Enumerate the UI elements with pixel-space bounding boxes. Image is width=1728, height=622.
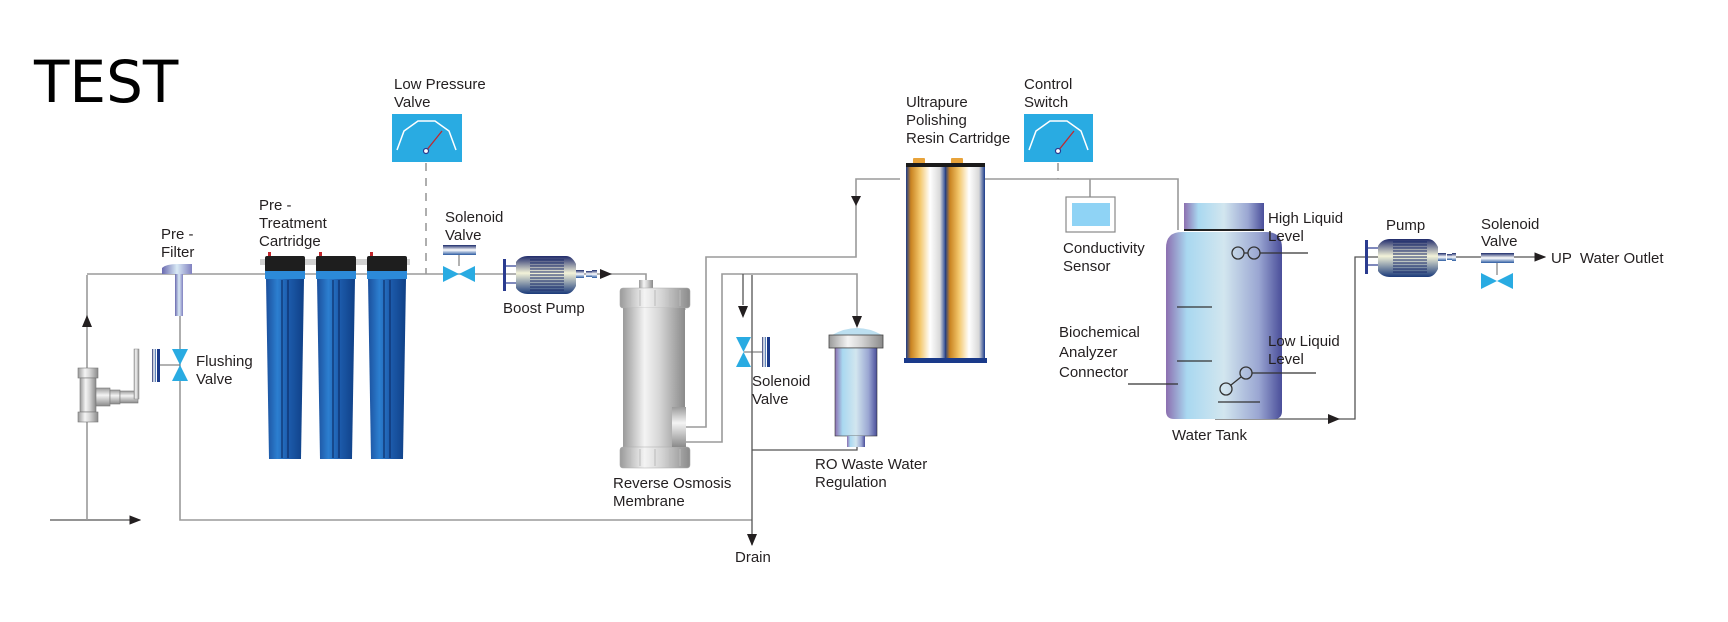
pretreatment-label-2: Treatment (259, 215, 328, 232)
high-level-label: High Liquid (1268, 210, 1343, 227)
resin-cartridge-label-3: Resin Cartridge (906, 130, 1010, 147)
pre-filter-label: Pre - (161, 226, 194, 243)
flushing-valve[interactable] (152, 349, 188, 382)
resin-outlet-pipe (985, 178, 1179, 230)
boost-pump-label: Boost Pump (503, 300, 585, 317)
ro-concentrate-pipe (686, 273, 858, 443)
drain-arrow-icon (747, 534, 757, 546)
flow-arrow-right-icon (600, 269, 612, 279)
water-tank-label: Water Tank (1172, 427, 1248, 444)
resin-cartridge-label: Ultrapure (906, 94, 968, 111)
pipes (50, 163, 1547, 546)
flushing-drain-pipe (179, 315, 752, 521)
drain-label: Drain (735, 549, 771, 566)
ro-waste-label: RO Waste Water (815, 456, 927, 473)
boost-pump[interactable] (503, 256, 597, 294)
low-level-label-2: Level (1268, 351, 1304, 368)
pretreatment-cartridge-1[interactable] (265, 252, 305, 459)
flow-arrow-right-icon-2 (1328, 414, 1340, 424)
high-level-label-2: Level (1268, 228, 1304, 245)
pretreatment-label: Pre - (259, 197, 292, 214)
flushing-valve-label: Flushing (196, 353, 253, 370)
inlet-ball-valve[interactable] (77, 348, 140, 423)
pretreatment-cartridge-2[interactable] (316, 252, 356, 459)
solenoid-valve-3[interactable] (1481, 253, 1514, 289)
flow-arrow-down-icon (738, 306, 748, 318)
resin-cartridge-2[interactable] (945, 167, 985, 360)
control-switch-label: Control (1024, 76, 1072, 93)
pre-filter-label-2: Filter (161, 244, 194, 261)
low-pressure-valve-label-2: Valve (394, 94, 430, 111)
conductivity-sensor[interactable] (1065, 196, 1116, 233)
flow-arrow-down-icon-2 (852, 316, 862, 328)
solenoid-valve-2-label: Solenoid (752, 373, 810, 390)
outlet-pump[interactable] (1365, 239, 1456, 277)
pretreatment-label-3: Cartridge (259, 233, 321, 250)
water-tank[interactable] (1166, 203, 1282, 419)
pump-label: Pump (1386, 217, 1425, 234)
ro-permeate-pipe (686, 178, 900, 428)
low-pressure-valve-label: Low Pressure (394, 76, 486, 93)
pre-filter[interactable] (162, 264, 192, 316)
high-level-float-icon (1231, 246, 1308, 260)
ro-waste-label-2: Regulation (815, 474, 887, 491)
water-outlet-label: UP Water Outlet (1551, 250, 1664, 267)
solenoid-valve-1-label-2: Valve (445, 227, 481, 244)
resin-cartridges[interactable] (904, 158, 987, 363)
pretreatment-cartridges[interactable] (260, 252, 410, 459)
flushing-valve-label-2: Valve (196, 371, 232, 388)
pretreatment-cartridge-3[interactable] (367, 252, 407, 459)
control-switch-label-2: Switch (1024, 94, 1068, 111)
low-level-label: Low Liquid (1268, 333, 1340, 350)
ro-membrane[interactable] (619, 280, 691, 469)
ro-waste-pipe (752, 440, 858, 451)
solenoid-valve-2-label-2: Valve (752, 391, 788, 408)
biochem-connector-label-3: Connector (1059, 364, 1128, 381)
flow-arrow-up-icon (82, 315, 92, 327)
resin-cartridge-1[interactable] (906, 167, 946, 360)
solenoid-valve-3-label: Solenoid (1481, 216, 1539, 233)
resin-cartridge-label-2: Polishing (906, 112, 967, 129)
low-level-float-icon (1219, 366, 1316, 396)
solenoid-valve-1[interactable] (443, 245, 476, 282)
solenoid-valve-1-label: Solenoid (445, 209, 503, 226)
biochem-connector-label: Biochemical (1059, 324, 1140, 341)
low-pressure-gauge[interactable] (392, 114, 462, 162)
control-switch-gauge[interactable] (1024, 114, 1093, 162)
flow-arrow-up-icon-2 (851, 196, 861, 206)
solenoid-valve-3-label-2: Valve (1481, 233, 1517, 250)
page-title: TEST (33, 48, 179, 116)
ro-membrane-label: Reverse Osmosis (613, 475, 731, 492)
conductivity-sensor-label: Conductivity (1063, 240, 1145, 257)
conductivity-sensor-label-2: Sensor (1063, 258, 1111, 275)
solenoid-valve-2[interactable] (736, 337, 770, 367)
ro-waste-regulator[interactable] (828, 328, 884, 447)
ro-membrane-label-2: Membrane (613, 493, 685, 510)
biochem-connector-label-2: Analyzer (1059, 344, 1117, 361)
